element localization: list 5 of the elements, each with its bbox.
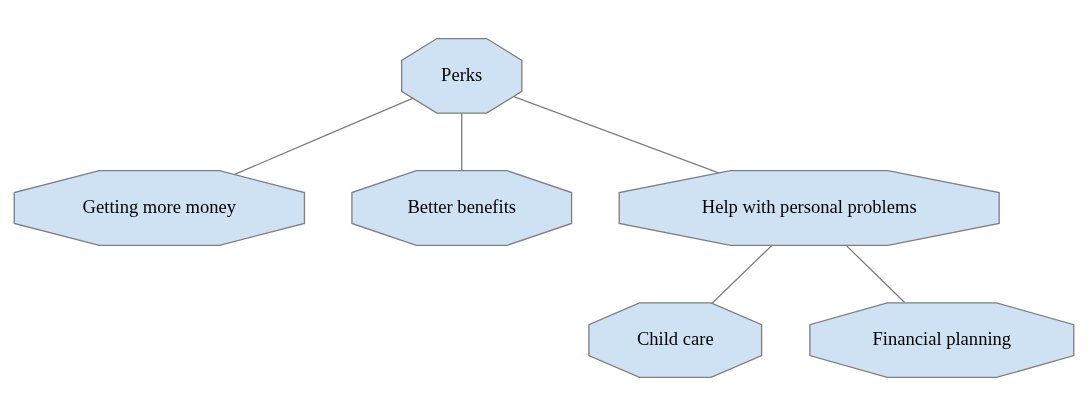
connector (845, 244, 906, 304)
connector (513, 95, 720, 174)
connector (233, 97, 414, 176)
connector (461, 112, 463, 171)
connector (711, 244, 773, 304)
